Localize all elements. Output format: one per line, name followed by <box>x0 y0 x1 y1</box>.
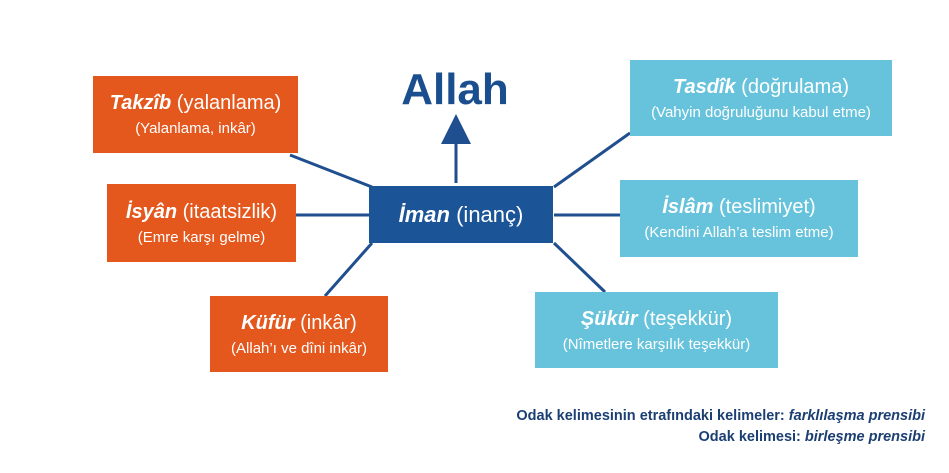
link-takzib <box>289 153 373 189</box>
node-isyan-term: İsyân <box>125 200 178 223</box>
footer-line-2-emph: birleşme prensibi <box>804 429 925 445</box>
node-sukur: Şükür (teşekkür) (Nîmetlere karşılık teş… <box>535 292 778 368</box>
footer-legend: Odak kelimesinin etrafındaki kelimeler: … <box>516 406 925 448</box>
node-sukur-meaning: (teşekkür) <box>643 307 733 330</box>
node-takzib-term: Takzîb <box>109 92 172 114</box>
node-kufur-desc: (Allah’ı ve dîni inkâr) <box>231 339 367 357</box>
node-takzib-meaning: (yalanlama) <box>176 92 282 114</box>
link-kufur <box>323 242 374 297</box>
node-kufur-term: Küfür <box>241 311 295 334</box>
node-sukur-title: Şükür (teşekkür) <box>581 307 732 331</box>
center-node-iman: İman (inanç) <box>369 186 553 243</box>
footer-line-1-emph: farklılaşma prensibi <box>788 408 925 424</box>
link-sukur <box>552 241 607 294</box>
footer-line-2: Odak kelimesi: birleşme prensibi <box>516 427 925 448</box>
node-kufur-meaning: (inkâr) <box>300 311 357 334</box>
node-takzib: Takzîb (yalanlama) (Yalanlama, inkâr) <box>93 76 298 153</box>
node-takzib-title: Takzîb (yalanlama) <box>110 91 282 115</box>
link-tasdik <box>553 131 631 189</box>
node-islam: İslâm (teslimiyet) (Kendini Allah’a tesl… <box>620 180 858 257</box>
node-tasdik-desc: (Vahyin doğruluğunu kabul etme) <box>651 103 871 121</box>
node-tasdik: Tasdîk (doğrulama) (Vahyin doğruluğunu k… <box>630 60 892 136</box>
node-isyan-meaning: (itaatsizlik) <box>182 200 278 223</box>
footer-line-1-text: Odak kelimesinin etrafındaki kelimeler: <box>516 408 785 424</box>
node-isyan-desc: (Emre karşı gelme) <box>137 228 266 246</box>
node-tasdik-meaning: (doğrulama) <box>741 75 849 98</box>
focus-allah-label: Allah <box>401 65 509 114</box>
node-islam-desc: (Kendini Allah’a teslim etme) <box>644 224 834 241</box>
node-islam-term: İslâm <box>662 196 714 218</box>
node-isyan-title: İsyân (itaatsizlik) <box>126 200 277 224</box>
node-tasdik-term: Tasdîk <box>672 75 736 98</box>
node-kufur-title: Küfür (inkâr) <box>241 311 357 335</box>
footer-line-1: Odak kelimesinin etrafındaki kelimeler: … <box>516 406 925 427</box>
node-kufur: Küfür (inkâr) (Allah’ı ve dîni inkâr) <box>210 296 388 372</box>
node-sukur-term: Şükür <box>580 307 638 330</box>
node-isyan: İsyân (itaatsizlik) (Emre karşı gelme) <box>107 184 296 262</box>
node-tasdik-title: Tasdîk (doğrulama) <box>673 75 849 99</box>
center-node-term: İman <box>398 201 450 227</box>
footer-line-2-text: Odak kelimesi: <box>698 429 801 445</box>
node-takzib-desc: (Yalanlama, inkâr) <box>135 120 256 137</box>
center-node-title: İman (inanç) <box>398 201 524 227</box>
center-node-meaning: (inanç) <box>456 201 524 227</box>
node-islam-title: İslâm (teslimiyet) <box>662 195 815 219</box>
node-islam-meaning: (teslimiyet) <box>719 196 816 218</box>
node-sukur-desc: (Nîmetlere karşılık teşekkür) <box>562 335 751 353</box>
